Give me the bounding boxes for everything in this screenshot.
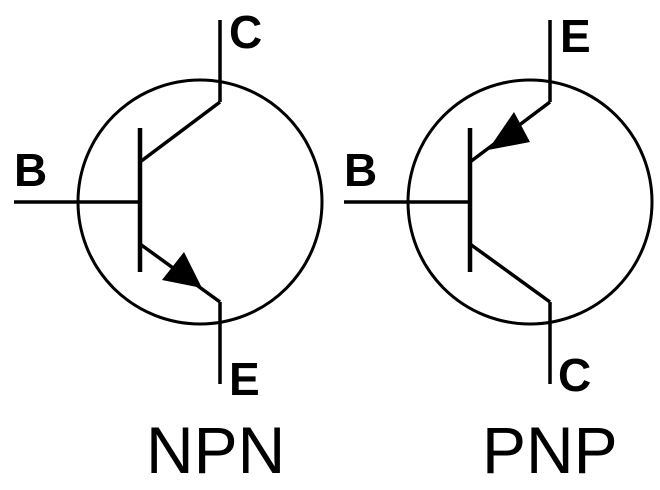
- npn-symbol: C B E NPN: [14, 6, 324, 487]
- npn-collector-label: C: [229, 6, 262, 58]
- npn-emitter-arrow: [162, 252, 202, 288]
- npn-emitter-label: E: [229, 353, 260, 405]
- pnp-emitter-label: E: [560, 10, 591, 62]
- npn-type-label: NPN: [146, 413, 285, 487]
- pnp-symbol: E B C PNP: [344, 10, 654, 487]
- pnp-emitter-arrow: [488, 112, 530, 150]
- pnp-collector-diagonal: [468, 242, 552, 304]
- npn-collector-diagonal: [138, 100, 222, 164]
- npn-base-label: B: [14, 144, 47, 196]
- pnp-type-label: PNP: [482, 413, 618, 487]
- pnp-collector-label: C: [558, 349, 591, 401]
- pnp-base-label: B: [344, 144, 377, 196]
